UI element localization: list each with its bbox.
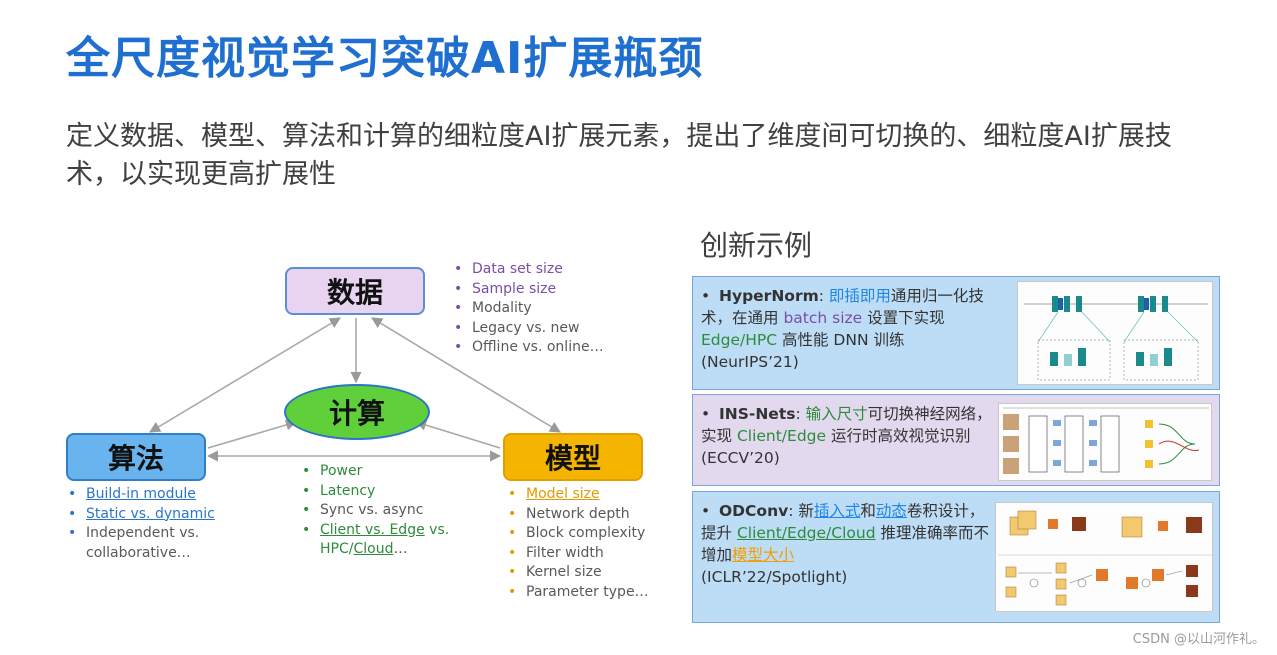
data-item: Sample size (452, 280, 604, 300)
text-segment: 卷积设计，提升 (701, 502, 985, 542)
hypernorm-architecture-figure (1017, 281, 1213, 385)
figure-graphic (1024, 296, 1208, 381)
example-name: HyperNorm (719, 287, 819, 305)
text-segment: 运行时高效视觉识别 (ECCV’20) (701, 427, 971, 467)
example-text: • ODConv: 新插入式和动态卷积设计，提升 Client/Edge/Clou… (701, 500, 999, 588)
algorithm-items-list: Build-in module Static vs. dynamic Indep… (66, 485, 266, 563)
text-segment: : 新 (788, 502, 814, 520)
compute-item: Sync vs. async (300, 501, 470, 521)
text-segment: : (795, 405, 806, 423)
data-item: Modality (452, 299, 604, 319)
example-ins-nets: • INS-Nets: 输入尺寸可切换神经网络，实现 Client/Edge 运行… (692, 394, 1220, 486)
data-item: Data set size (452, 260, 604, 280)
figure-graphic (998, 510, 1212, 606)
model-items-list: Model size Network depth Block complexit… (506, 485, 666, 603)
example-odconv: • ODConv: 新插入式和动态卷积设计，提升 Client/Edge/Clou… (692, 491, 1220, 623)
highlight: Client/Edge/Cloud (736, 524, 876, 542)
node-model: 模型 (503, 433, 643, 481)
text-segment: 推理准确率而不增加 (701, 524, 989, 564)
slide-subtitle: 定义数据、模型、算法和计算的细粒度AI扩展元素，提出了维度间可切换的、细粒度AI… (66, 121, 1172, 190)
highlight: 插入式 (813, 502, 861, 520)
algorithm-item: Static vs. dynamic (66, 505, 266, 525)
highlight: 输入尺寸 (805, 405, 868, 423)
node-compute: 计算 (284, 384, 430, 440)
model-item: Parameter type… (506, 583, 666, 603)
compute-items-list: Power Latency Sync vs. async Client vs. … (300, 462, 470, 560)
odconv-architecture-figure (995, 502, 1213, 612)
text-segment: 设置下实现 (862, 309, 945, 327)
highlight: 动态 (875, 502, 907, 520)
node-data: 数据 (285, 267, 425, 315)
highlight: 即插即用 (828, 287, 891, 305)
text-segment: 可切换神经网络，实现 (701, 405, 992, 445)
text-segment: 和 (860, 502, 876, 520)
text-segment: (ICLR’22/Spotlight) (701, 568, 848, 586)
highlight: Client/Edge (736, 427, 827, 445)
data-item: Legacy vs. new (452, 319, 604, 339)
algorithm-item: Independent vs. collaborative… (66, 524, 266, 563)
line-compute-model (414, 419, 501, 449)
model-item: Filter width (506, 544, 666, 564)
watermark: CSDN @以山河作礼。 (1132, 632, 1265, 647)
bullet-dot: • (701, 287, 711, 305)
compute-ellipsis: … (393, 541, 408, 558)
compute-item: Client vs. Edge vs. HPC/Cloud… (300, 521, 470, 560)
model-item: Network depth (506, 505, 666, 525)
model-item: Kernel size (506, 563, 666, 583)
bullet-dot: • (701, 502, 711, 520)
algorithm-item: Build-in module (66, 485, 266, 505)
example-text: • HyperNorm: 即插即用通用归一化技术，在通用 batch size 设… (701, 285, 999, 373)
highlight: Edge/HPC (701, 331, 778, 349)
compute-vs: vs. (424, 521, 450, 538)
example-text: • INS-Nets: 输入尺寸可切换神经网络，实现 Client/Edge 运行… (701, 403, 999, 469)
slide-title: 全尺度视觉学习突破AI扩展瓶颈 (66, 33, 704, 84)
example-name: INS-Nets (719, 405, 796, 423)
node-algorithm: 算法 (66, 433, 206, 481)
compute-item: Latency (300, 482, 470, 502)
model-item: Block complexity (506, 524, 666, 544)
data-item: Offline vs. online… (452, 338, 604, 358)
example-name: ODConv (719, 502, 789, 520)
text-segment: 高性能 DNN 训练 (NeurIPS’21) (701, 331, 905, 371)
compute-cloud: Cloud (353, 541, 394, 558)
text-segment: 通用归一化技术，在通用 (701, 287, 984, 327)
example-hypernorm: • HyperNorm: 即插即用通用归一化技术，在通用 batch size 设… (692, 276, 1220, 390)
highlight: batch size (783, 309, 863, 327)
bullet-dot: • (701, 405, 711, 423)
compute-client-edge: Client vs. Edge (320, 521, 425, 538)
line-data-model (371, 317, 561, 433)
compute-hpc: HPC/ (320, 541, 354, 558)
data-items-list: Data set size Sample size Modality Legac… (452, 260, 604, 358)
line-data-algo (149, 317, 341, 433)
compute-item: Power (300, 462, 470, 482)
highlight: 模型大小 (732, 546, 795, 564)
model-item: Model size (506, 485, 666, 505)
section-label: 创新示例 (700, 229, 813, 262)
figure-graphic (1003, 407, 1209, 474)
text-segment: : (818, 287, 829, 305)
ins-nets-architecture-figure (998, 403, 1212, 481)
line-compute-algo (207, 419, 298, 449)
